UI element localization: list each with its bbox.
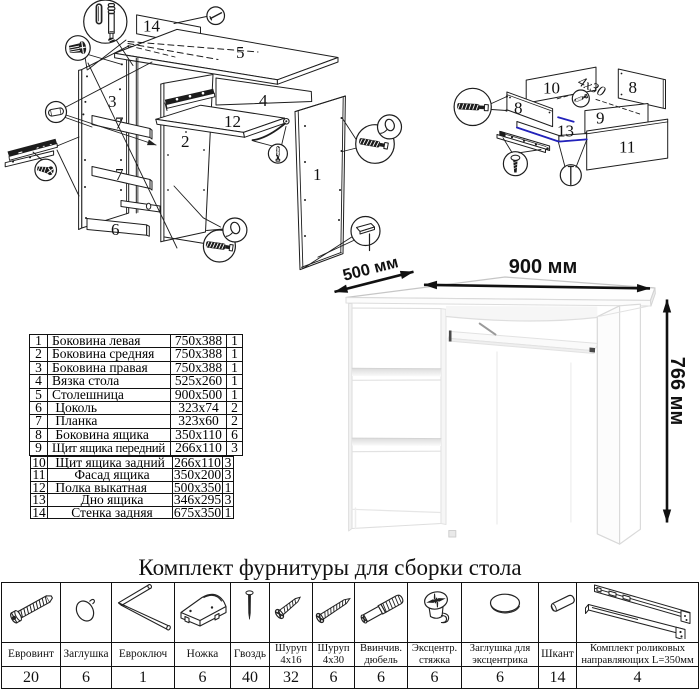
svg-text:13: 13 [557,122,574,141]
svg-text:4: 4 [259,91,268,110]
svg-text:7: 7 [115,165,124,184]
svg-text:12: 12 [224,112,241,131]
svg-text:3: 3 [108,92,117,111]
svg-text:766 мм: 766 мм [666,357,688,426]
svg-text:2: 2 [181,132,190,151]
svg-text:8: 8 [629,78,638,97]
svg-text:500 мм: 500 мм [341,253,400,284]
svg-text:9: 9 [596,109,605,128]
svg-text:10: 10 [543,79,560,98]
svg-text:8: 8 [514,99,523,118]
svg-text:7: 7 [115,114,124,133]
svg-text:14: 14 [143,17,161,36]
svg-text:1: 1 [313,165,322,184]
svg-text:900 мм: 900 мм [509,256,578,278]
svg-text:5: 5 [236,43,245,62]
svg-text:6: 6 [111,220,120,239]
svg-text:11: 11 [619,138,635,157]
